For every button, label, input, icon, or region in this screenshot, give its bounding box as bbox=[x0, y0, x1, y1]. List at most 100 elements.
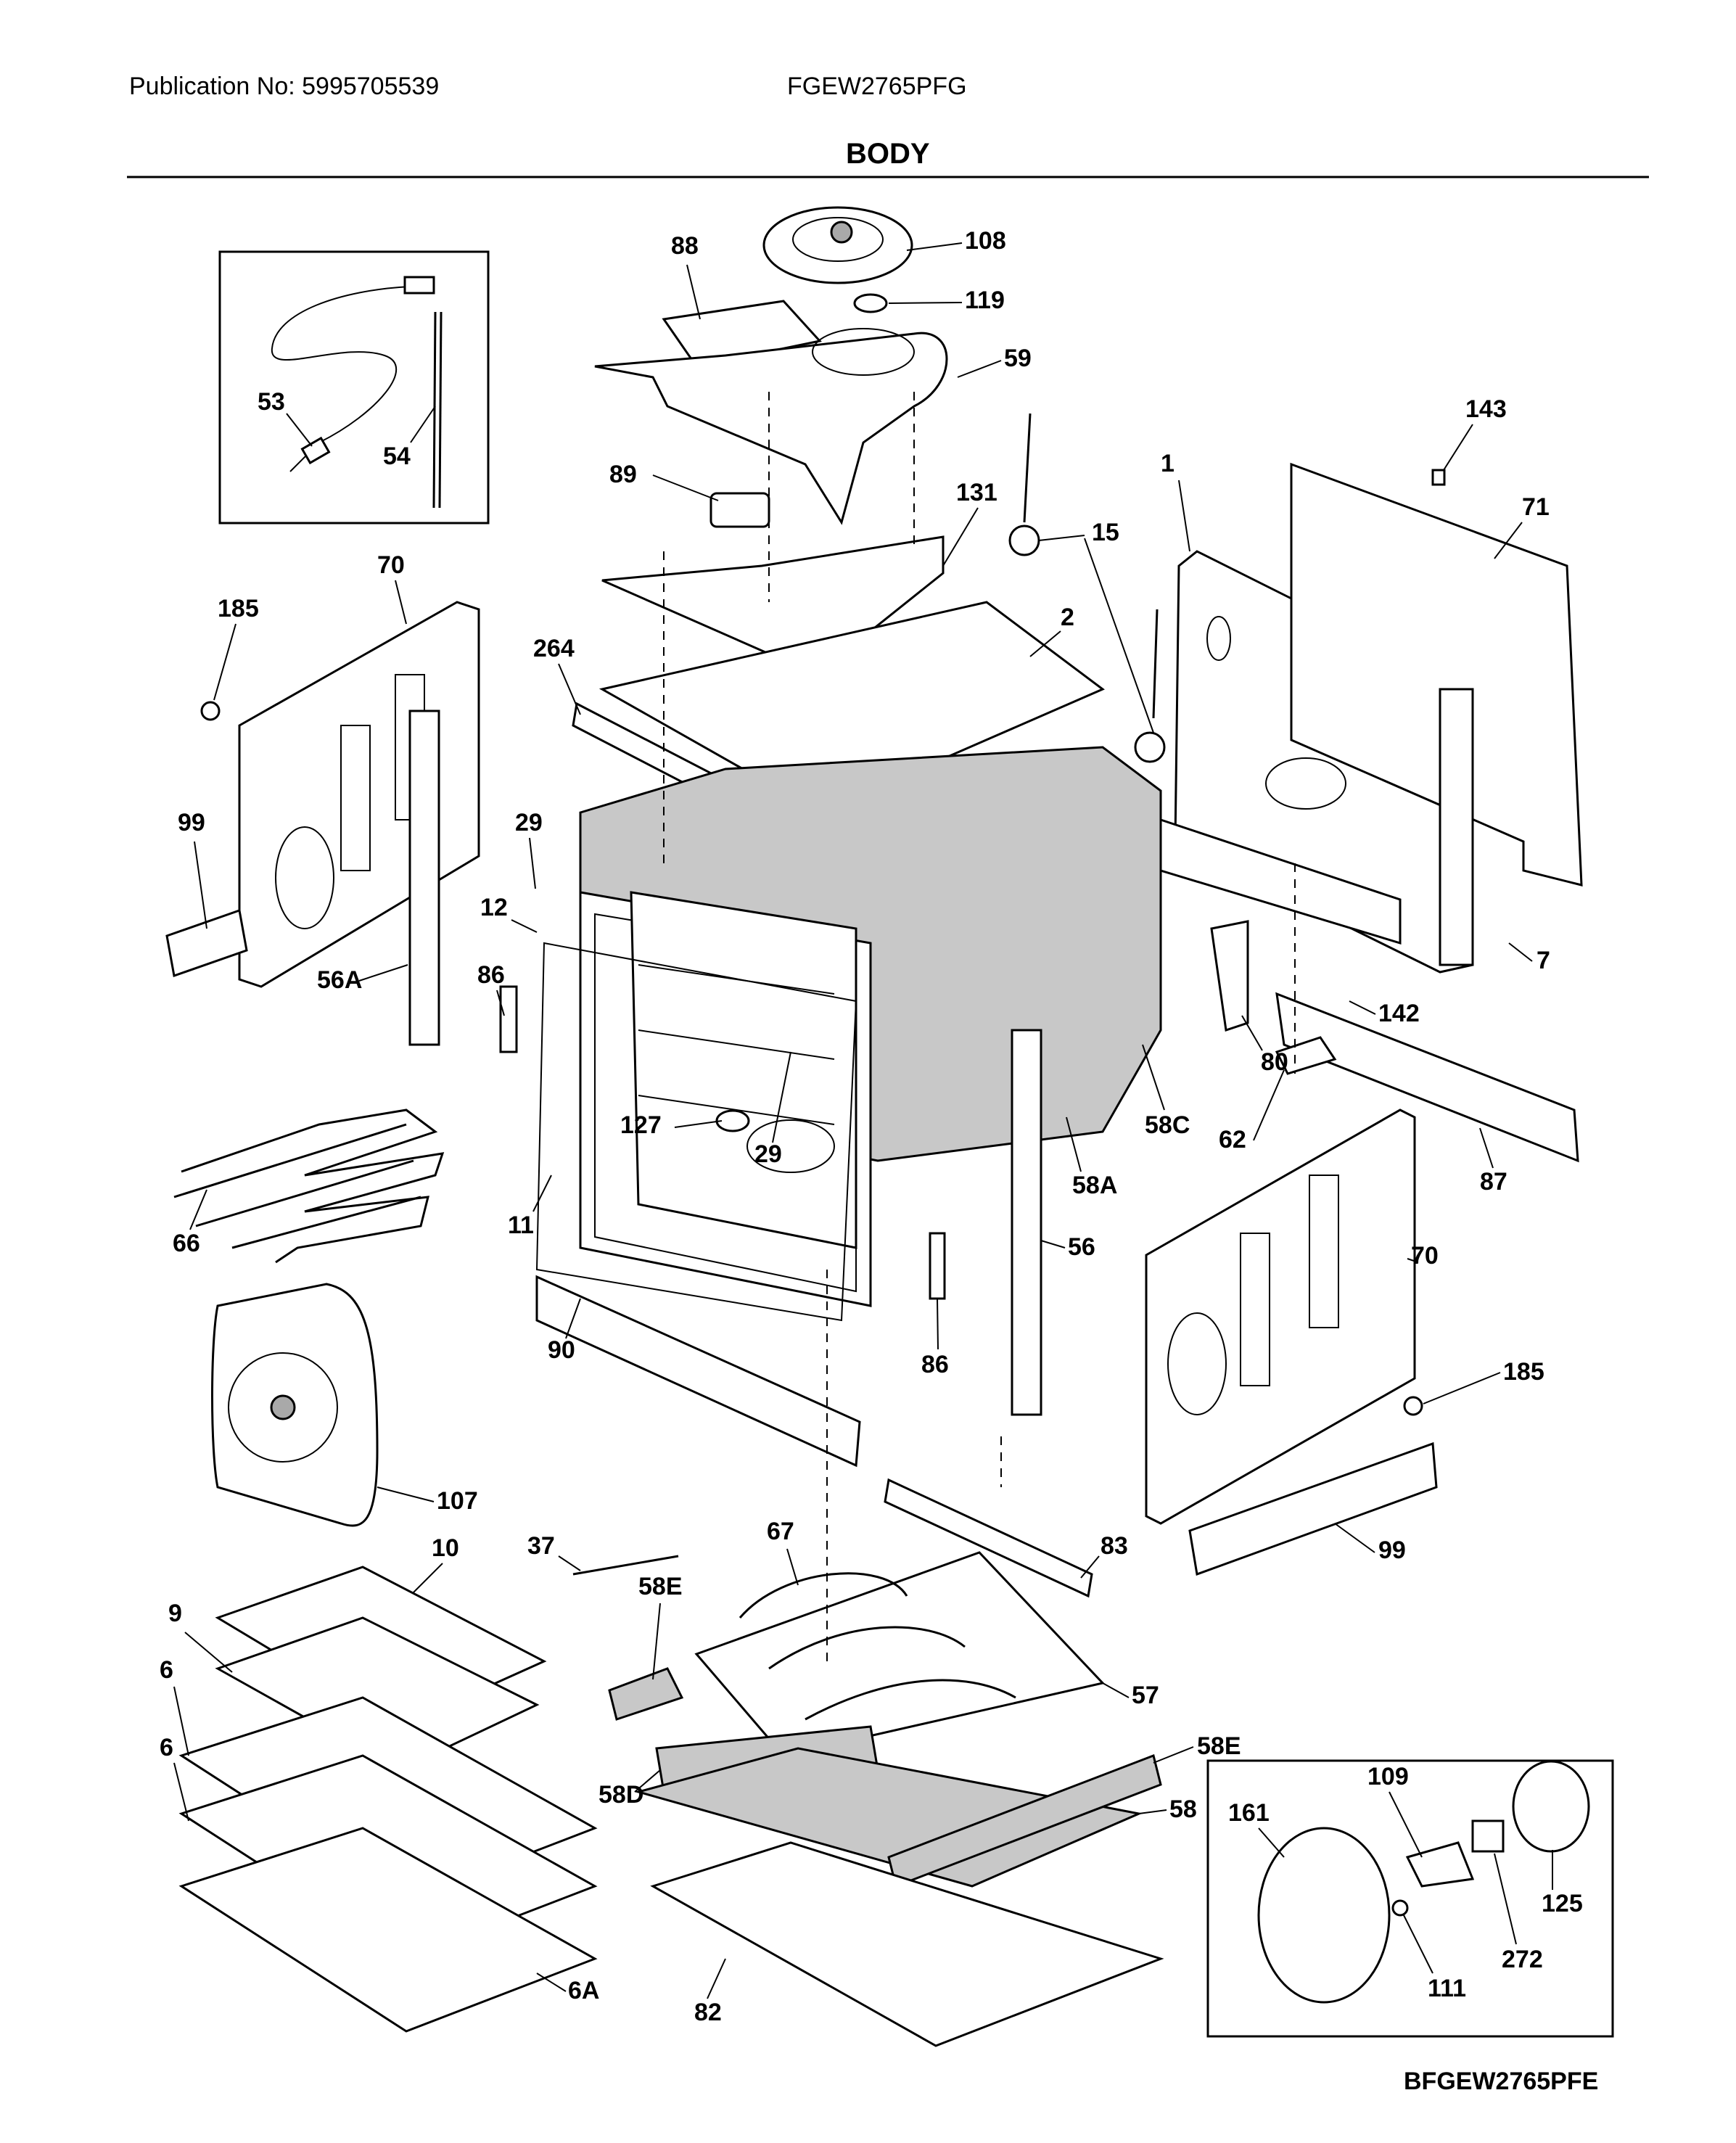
bake-element-panel bbox=[694, 1551, 1105, 1757]
callout-143: 143 bbox=[1465, 395, 1507, 423]
callout-62: 62 bbox=[1219, 1126, 1246, 1153]
bake-element bbox=[739, 1572, 1016, 1721]
convection-inset-box bbox=[1206, 1759, 1614, 2038]
callout-58A: 58A bbox=[1072, 1172, 1117, 1199]
callout-58D: 58D bbox=[598, 1781, 643, 1809]
oven-bottom bbox=[650, 1841, 1164, 2047]
oven-rack-lower bbox=[178, 1827, 598, 2033]
top-air-duct bbox=[594, 332, 948, 525]
lower-front-trim bbox=[535, 1275, 861, 1468]
temperature-sensor bbox=[572, 1555, 679, 1576]
clip bbox=[1431, 469, 1446, 486]
model-number: FGEW2765PFG bbox=[787, 73, 967, 100]
convection-element-ring bbox=[1257, 1827, 1391, 2004]
rear-wrapper-panel bbox=[1290, 462, 1583, 887]
callout-12: 12 bbox=[480, 894, 508, 921]
convection-fan-motor bbox=[1512, 1760, 1590, 1853]
callout-9: 9 bbox=[168, 1600, 182, 1627]
broil-element bbox=[181, 1108, 445, 1264]
callout-83: 83 bbox=[1101, 1532, 1128, 1560]
callout-1: 1 bbox=[1161, 450, 1175, 477]
left-rail bbox=[165, 909, 248, 977]
callout-185-left: 185 bbox=[218, 595, 259, 622]
hinge-bracket bbox=[1210, 920, 1249, 1032]
rear-side-strip bbox=[1439, 688, 1474, 966]
bake-element-bracket bbox=[884, 1478, 1093, 1598]
callout-87: 87 bbox=[1480, 1168, 1507, 1196]
callout-86-top: 86 bbox=[477, 961, 505, 989]
callout-29-top: 29 bbox=[515, 809, 543, 836]
convection-fan-housing bbox=[762, 206, 913, 284]
callout-6A: 6A bbox=[568, 1977, 599, 2004]
sensor-rod bbox=[1023, 413, 1032, 523]
right-side-panel bbox=[1145, 1108, 1416, 1525]
top-shield-bracket bbox=[662, 300, 822, 368]
callout-59: 59 bbox=[1004, 345, 1032, 372]
callout-131: 131 bbox=[956, 479, 997, 506]
callout-86-bottom: 86 bbox=[921, 1351, 949, 1378]
callout-58: 58 bbox=[1169, 1796, 1197, 1823]
limiter-switch bbox=[853, 293, 888, 313]
front-vertical-strip bbox=[1011, 1029, 1042, 1416]
callout-88: 88 bbox=[671, 232, 699, 260]
probe-inset-box bbox=[218, 250, 490, 525]
callout-6-upper: 6 bbox=[160, 1656, 173, 1684]
door-gasket bbox=[535, 942, 857, 1322]
probe-cable bbox=[271, 286, 411, 472]
callout-11: 11 bbox=[508, 1212, 534, 1239]
callout-119: 119 bbox=[965, 287, 1005, 314]
callout-10: 10 bbox=[432, 1534, 459, 1562]
callout-58C: 58C bbox=[1145, 1111, 1190, 1139]
oven-light bbox=[1008, 525, 1040, 556]
door-seal-clip-lower bbox=[929, 1232, 946, 1300]
callout-54: 54 bbox=[383, 443, 411, 470]
callout-82: 82 bbox=[694, 1999, 722, 2026]
callout-264: 264 bbox=[533, 635, 575, 662]
callout-90: 90 bbox=[548, 1336, 575, 1364]
callout-53: 53 bbox=[258, 388, 285, 416]
left-front-strip bbox=[408, 709, 440, 1046]
callout-111: 111 bbox=[1428, 1975, 1466, 2002]
diagram-code: BFGEW2765PFE bbox=[1404, 2068, 1598, 2095]
left-bumper bbox=[200, 701, 221, 721]
callout-group: 88 108 119 59 53 54 89 131 15 143 1 71 1… bbox=[160, 227, 1583, 2026]
callout-37: 37 bbox=[527, 1532, 555, 1560]
callout-161: 161 bbox=[1228, 1799, 1270, 1827]
callout-57: 57 bbox=[1132, 1682, 1159, 1709]
callout-29-bottom: 29 bbox=[754, 1140, 782, 1168]
door-seal-clip bbox=[499, 985, 518, 1053]
callout-2: 2 bbox=[1061, 604, 1074, 631]
callout-127: 127 bbox=[620, 1111, 662, 1139]
callout-56A: 56A bbox=[317, 966, 362, 994]
callout-142: 142 bbox=[1378, 1000, 1420, 1027]
callout-58E-top: 58E bbox=[638, 1573, 683, 1600]
left-side-panel bbox=[238, 601, 480, 988]
callout-58E-right: 58E bbox=[1197, 1732, 1241, 1760]
callout-15: 15 bbox=[1092, 519, 1119, 546]
section-title: BODY bbox=[846, 138, 930, 170]
thermostat bbox=[709, 492, 770, 528]
callout-66: 66 bbox=[173, 1230, 200, 1257]
callout-107: 107 bbox=[437, 1487, 478, 1515]
oven-liner bbox=[630, 891, 857, 1249]
callout-99-left: 99 bbox=[178, 809, 205, 836]
callout-7: 7 bbox=[1537, 947, 1550, 974]
fan-blade bbox=[1405, 1841, 1475, 1888]
callout-67: 67 bbox=[767, 1518, 794, 1545]
support-rail bbox=[1275, 992, 1579, 1163]
insulation-strip-left bbox=[608, 1667, 684, 1721]
callout-99-right: 99 bbox=[1378, 1537, 1406, 1564]
callout-71: 71 bbox=[1522, 493, 1550, 521]
right-bumper bbox=[1403, 1396, 1423, 1416]
callout-80: 80 bbox=[1261, 1048, 1288, 1076]
callout-108: 108 bbox=[965, 227, 1006, 255]
callout-109: 109 bbox=[1367, 1763, 1409, 1790]
publication-number: Publication No: 5995705539 bbox=[129, 73, 439, 100]
fan-spacer bbox=[1471, 1819, 1505, 1853]
callout-70-left: 70 bbox=[377, 551, 405, 579]
callout-125: 125 bbox=[1542, 1890, 1583, 1917]
front-brace bbox=[1159, 818, 1402, 945]
callout-272: 272 bbox=[1502, 1946, 1543, 1973]
callout-56: 56 bbox=[1068, 1233, 1095, 1261]
oven-light-2 bbox=[1134, 731, 1166, 763]
